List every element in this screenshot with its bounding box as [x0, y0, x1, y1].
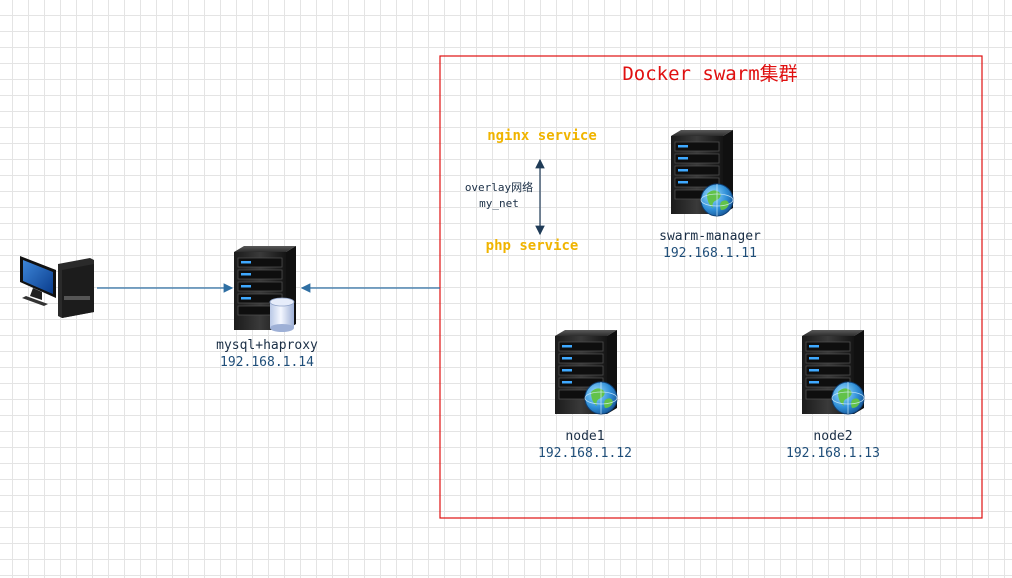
overlay-network-label: overlay网络: [464, 181, 534, 194]
server-globe-icon: [801, 329, 865, 415]
node1-ip: 192.168.1.12: [538, 446, 632, 461]
manager-name: swarm-manager: [659, 229, 761, 244]
node2-ip: 192.168.1.13: [786, 446, 880, 461]
php-service-label: php service: [485, 238, 579, 254]
nginx-service-label: nginx service: [487, 128, 597, 144]
manager-ip: 192.168.1.11: [663, 246, 757, 261]
server-database-icon: [233, 245, 297, 332]
desktop-computer-icon: [20, 256, 94, 318]
cluster-title: Docker swarm集群: [622, 63, 798, 85]
server-globe-icon: [670, 129, 734, 217]
node2-name: node2: [813, 429, 853, 444]
server-globe-icon: [554, 329, 618, 415]
proxy-name: mysql+haproxy: [216, 338, 318, 353]
node1-name: node1: [565, 429, 605, 444]
overlay-network-name: my_net: [479, 197, 519, 210]
proxy-ip: 192.168.1.14: [220, 355, 314, 370]
swarm-cluster-border: [439, 55, 983, 519]
